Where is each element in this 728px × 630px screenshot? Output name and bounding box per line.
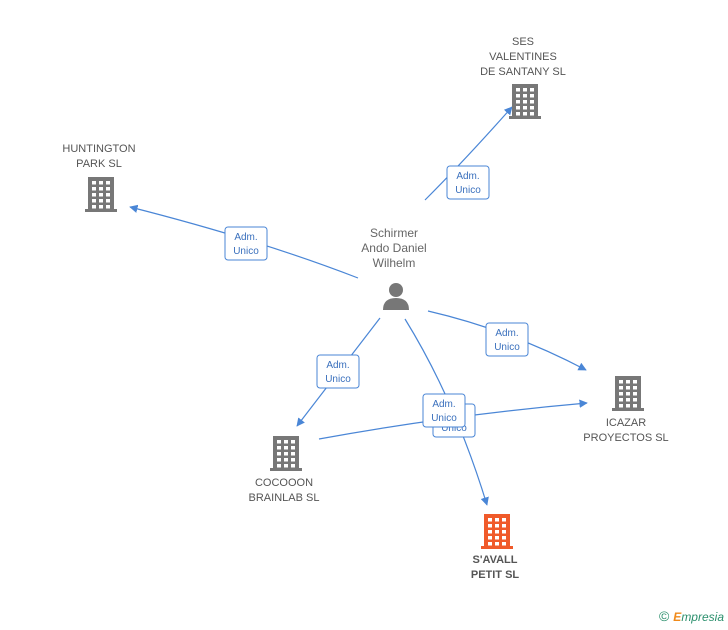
company-name-huntington-line: HUNTINGTON: [62, 143, 135, 155]
badges-layer: Adm.UnicoAdm.UnicoAdm.UnicoAdm.UnicoAdm.…: [224, 165, 529, 438]
building-icon: [509, 84, 541, 119]
role-badge-text: Unico: [233, 246, 259, 257]
person-name-line: Ando Daniel: [361, 241, 426, 255]
person-icon: [383, 283, 409, 310]
brand-name: mpresia: [681, 610, 724, 624]
company-node-cocooon[interactable]: COCOOON BRAINLAB SL: [249, 436, 320, 504]
role-badge-box: [446, 165, 490, 200]
role-badge-text: Adm.: [432, 399, 455, 410]
person-name-line: Schirmer: [370, 226, 418, 240]
company-name-icazar-line: ICAZAR: [606, 417, 646, 429]
role-badge-box: [316, 354, 360, 389]
company-name-cocooon: COCOOON BRAINLAB SL: [249, 477, 320, 504]
role-badge-box: [422, 393, 466, 428]
company-name-cocooon-line: COCOOON: [255, 477, 313, 489]
role-badge-icazar[interactable]: Adm. Unico: [485, 322, 529, 357]
company-name-huntington: HUNTINGTON PARK SL: [62, 143, 135, 170]
role-badge-huntington[interactable]: Adm. Unico: [224, 226, 268, 261]
building-icon: [85, 177, 117, 212]
company-name-savall: S'AVALL PETIT SL: [471, 554, 520, 581]
role-badge-cocooon[interactable]: Adm. Unico: [316, 354, 360, 389]
footer-brand: ©Empresia: [659, 608, 724, 624]
company-node-ses[interactable]: SES VALENTINES DE SANTANY SL: [480, 36, 566, 119]
edge-person-ses: [424, 106, 513, 201]
role-badge-box: [485, 322, 529, 357]
person-name-line: Wilhelm: [373, 256, 416, 270]
company-name-savall-line: PETIT SL: [471, 569, 520, 581]
building-icon: [612, 376, 644, 411]
building-icon: [481, 514, 513, 549]
company-name-icazar: ICAZAR PROYECTOS SL: [583, 417, 668, 444]
company-name-ses-line: DE SANTANY SL: [480, 66, 566, 78]
company-name-icazar-line: PROYECTOS SL: [583, 432, 668, 444]
role-badge-text: Adm.: [326, 360, 349, 371]
building-icon: [270, 436, 302, 471]
company-node-savall[interactable]: S'AVALL PETIT SL: [471, 514, 520, 581]
role-badge-box: [224, 226, 268, 261]
role-badge-text: Adm.: [495, 328, 518, 339]
role-badge-text: Adm.: [234, 232, 257, 243]
company-node-huntington[interactable]: HUNTINGTON PARK SL: [62, 143, 136, 212]
role-badge-text: Unico: [431, 413, 457, 424]
role-badge-ses[interactable]: Adm. Unico: [446, 165, 490, 200]
role-badge-text: Unico: [455, 185, 481, 196]
role-badge-text: Unico: [441, 423, 467, 434]
role-badge-text: Unico: [325, 374, 351, 385]
company-name-ses-line: VALENTINES: [489, 51, 557, 63]
role-badge-text: Adm.: [456, 171, 479, 182]
role-badge-text: Unico: [494, 342, 520, 353]
company-name-ses-line: SES: [512, 36, 534, 48]
brand-initial: E: [673, 610, 682, 624]
company-name-savall-line: S'AVALL: [473, 554, 518, 566]
edges-layer: [129, 106, 588, 506]
company-node-icazar[interactable]: ICAZAR PROYECTOS SL: [583, 376, 669, 444]
company-name-ses: SES VALENTINES DE SANTANY SL: [480, 36, 566, 78]
company-name-huntington-line: PARK SL: [76, 158, 122, 170]
company-name-cocooon-line: BRAINLAB SL: [249, 492, 320, 504]
role-badge-icazar[interactable]: Adm. Unico: [422, 393, 466, 428]
copyright-symbol: ©: [658, 608, 670, 624]
